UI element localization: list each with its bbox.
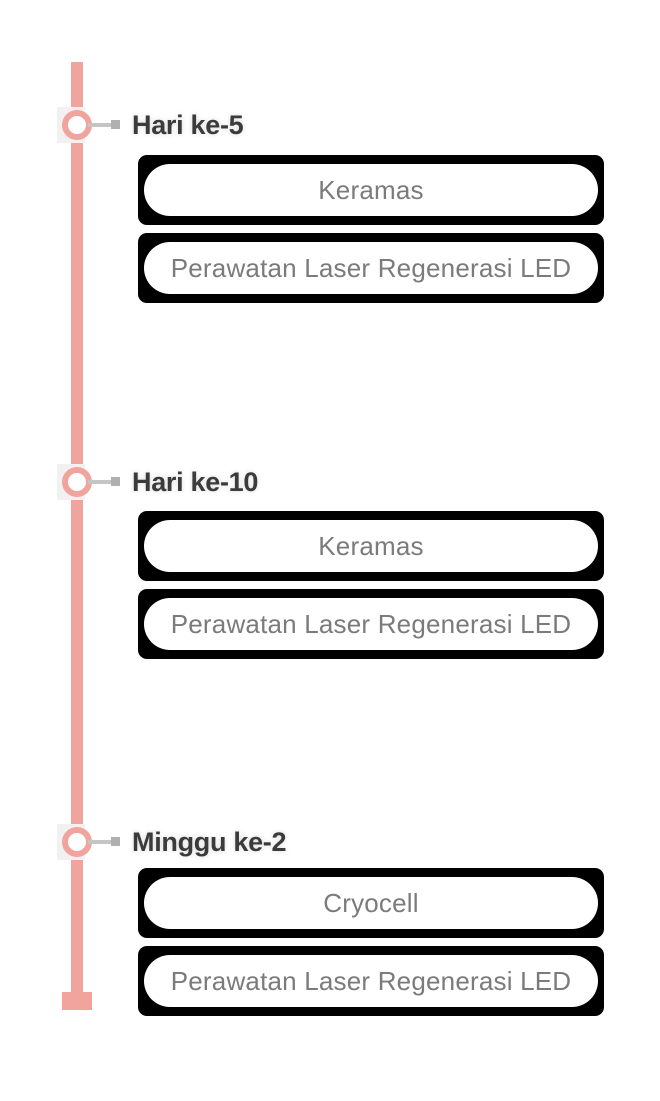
treatment-pill: Perawatan Laser Regenerasi LED <box>144 955 598 1007</box>
section-label: Hari ke-10 <box>132 467 259 497</box>
timeline-line <box>71 62 83 992</box>
treatment-card[interactable]: Cryocell <box>138 868 604 938</box>
connector-end-square <box>111 837 120 846</box>
section-label: Minggu ke-2 <box>132 827 287 857</box>
treatment-label: Cryocell <box>323 887 419 918</box>
treatment-pill: Keramas <box>144 164 598 216</box>
treatment-pill: Cryocell <box>144 877 598 929</box>
node-connector-line <box>88 480 114 484</box>
timeline-end-cap <box>62 992 92 1010</box>
treatment-label: Keramas <box>318 174 424 205</box>
treatment-pill: Keramas <box>144 520 598 572</box>
treatment-card[interactable]: Perawatan Laser Regenerasi LED <box>138 233 604 303</box>
section-label: Hari ke-5 <box>132 110 244 140</box>
treatment-card[interactable]: Keramas <box>138 155 604 225</box>
connector-end-square <box>111 477 120 486</box>
treatment-pill: Perawatan Laser Regenerasi LED <box>144 598 598 650</box>
treatment-label: Perawatan Laser Regenerasi LED <box>170 965 572 996</box>
node-connector-line <box>88 840 114 844</box>
treatment-card[interactable]: Keramas <box>138 511 604 581</box>
treatment-card[interactable]: Perawatan Laser Regenerasi LED <box>138 589 604 659</box>
connector-end-square <box>111 120 120 129</box>
treatment-pill: Perawatan Laser Regenerasi LED <box>144 242 598 294</box>
treatment-label: Perawatan Laser Regenerasi LED <box>170 252 572 283</box>
treatment-card[interactable]: Perawatan Laser Regenerasi LED <box>138 946 604 1016</box>
node-connector-line <box>88 123 114 127</box>
treatment-label: Perawatan Laser Regenerasi LED <box>170 608 572 639</box>
treatment-label: Keramas <box>318 530 424 561</box>
